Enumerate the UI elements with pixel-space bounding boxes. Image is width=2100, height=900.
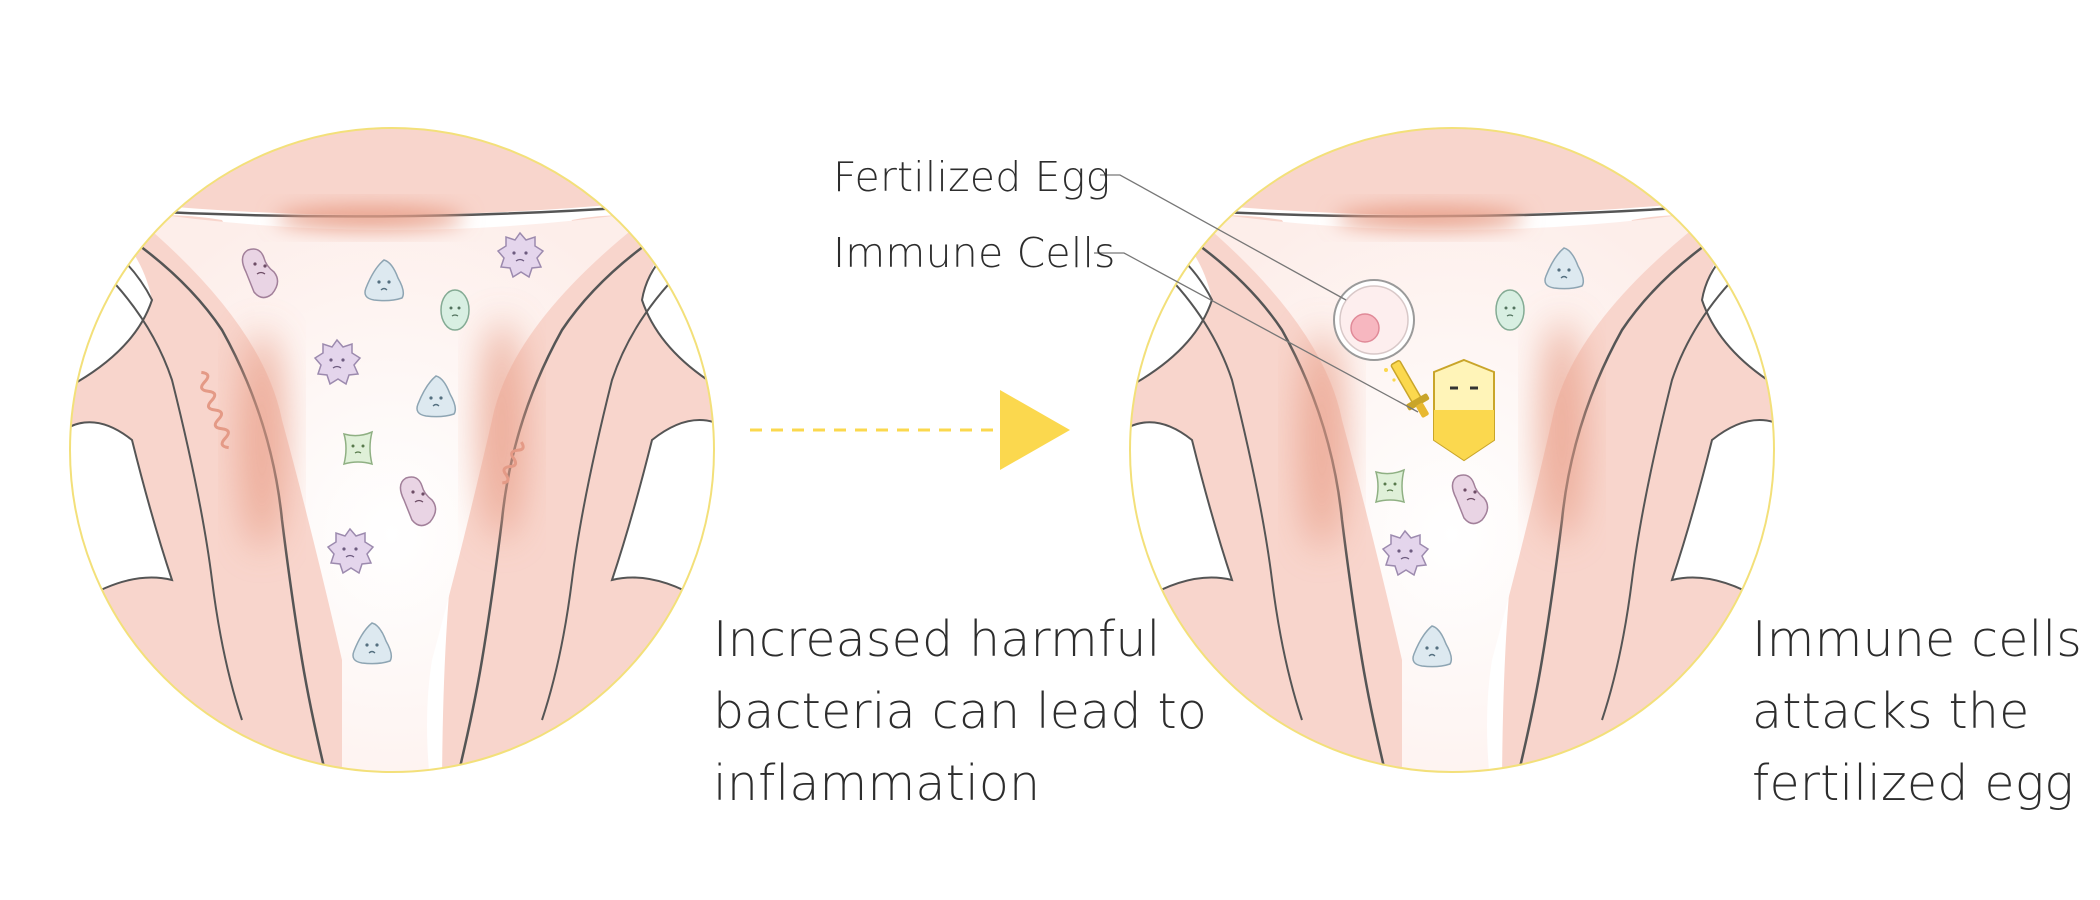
right-caption-line: attacks the [1752,683,2030,740]
left-caption-line: inflammation [713,755,1041,812]
inflammation-glow-left [240,330,284,550]
inflammation-glow-right [1540,320,1584,540]
irritation-squiggle-right [502,441,525,485]
left-caption-line: bacteria can lead to [713,683,1208,740]
immune-cell-icon [1384,358,1495,462]
right-diagram [1129,127,1775,773]
inflammation-glow-right [480,320,524,540]
arrow-right-icon [750,390,1070,470]
bacteria-icon [1495,289,1525,331]
bacteria-icon [343,431,373,465]
magnifier-circle-right [1129,127,1775,773]
inflammation-glow-left [1300,330,1344,550]
right-caption: Immune cells attacks the fertilized egg [1752,604,2082,820]
inflammation-glow-top [1335,206,1525,230]
inflammation-glow-top [275,206,465,230]
left-diagram [69,127,715,773]
fertilized-egg-icon [1333,279,1415,361]
irritation-squiggle-left [200,370,230,450]
callout-lines [1094,174,1419,413]
sword-icon [1390,360,1430,418]
left-caption-line: Increased harmful [713,611,1161,668]
magnifier-circle-left [69,127,715,773]
right-caption-line: Immune cells [1752,611,2082,668]
bacteria-icon [1375,469,1405,503]
immune-cells-label: Immune Cells [833,229,1116,277]
fertilized-egg-label: Fertilized Egg [833,153,1111,201]
bacteria-icon [440,289,470,331]
left-caption: Increased harmful bacteria can lead to i… [713,604,1207,820]
right-caption-line: fertilized egg [1752,755,2074,812]
